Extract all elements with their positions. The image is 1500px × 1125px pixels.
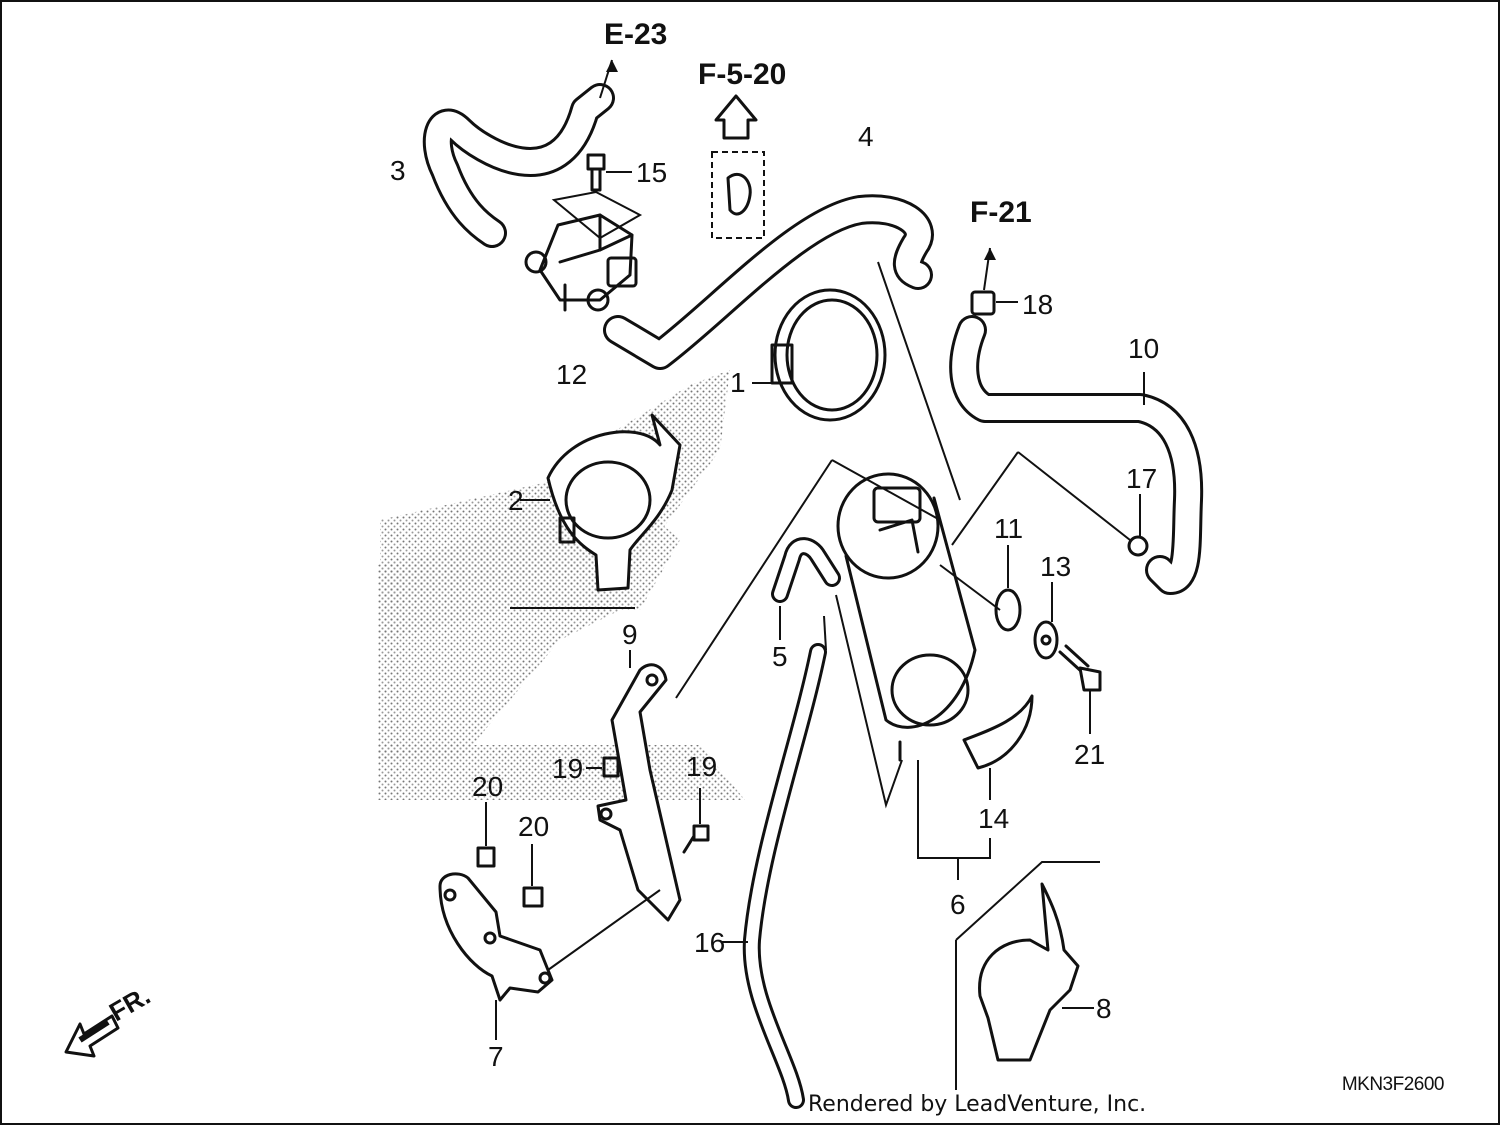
- f-5-20-reference[interactable]: [711, 94, 765, 239]
- callout-20a[interactable]: 20: [472, 771, 503, 802]
- part-14-cushion[interactable]: [962, 694, 1034, 800]
- part-18-clip[interactable]: [970, 247, 1018, 316]
- callout-7[interactable]: 7: [488, 1041, 504, 1072]
- callout-1[interactable]: 1: [730, 367, 746, 398]
- part-17-clip[interactable]: [951, 451, 1149, 557]
- callout-14[interactable]: 14: [978, 803, 1009, 834]
- ref-e-23[interactable]: E-23: [604, 18, 667, 51]
- part-13-washer[interactable]: [1033, 582, 1059, 660]
- callout-4[interactable]: 4: [858, 121, 874, 152]
- part-16-drain-tube[interactable]: [722, 643, 827, 1109]
- part-21-bolt[interactable]: [1058, 644, 1102, 734]
- callout-13[interactable]: 13: [1040, 551, 1071, 582]
- callout-11[interactable]: 11: [994, 513, 1023, 544]
- canister-leaders: [675, 459, 991, 880]
- callout-21[interactable]: 21: [1074, 739, 1105, 770]
- part-3-hose[interactable]: [422, 59, 618, 248]
- callout-20b[interactable]: 20: [518, 811, 549, 842]
- drawing-code: MKN3F2600: [1341, 1074, 1445, 1095]
- part-20-bolts[interactable]: [476, 802, 544, 908]
- part-2-canister-holder[interactable]: [520, 413, 682, 592]
- callout-9[interactable]: 9: [622, 619, 638, 650]
- part-19-bolts[interactable]: [586, 756, 710, 854]
- frame-shadow: [378, 370, 745, 800]
- part-15-bolt[interactable]: [586, 153, 632, 192]
- callout-6[interactable]: 6: [950, 889, 966, 920]
- ref-f-21[interactable]: F-21: [970, 196, 1032, 229]
- callout-10[interactable]: 10: [1128, 333, 1159, 364]
- callout-3[interactable]: 3: [390, 155, 406, 186]
- part-1-clamp-band[interactable]: [752, 288, 887, 422]
- callout-19b[interactable]: 19: [686, 751, 717, 782]
- callout-18[interactable]: 18: [1022, 289, 1053, 320]
- part-12-solenoid-valve[interactable]: [524, 213, 638, 312]
- part-6-evap-canister[interactable]: [836, 472, 977, 762]
- part-7-bracket[interactable]: [438, 872, 554, 1040]
- part-10-hose[interactable]: [949, 315, 1204, 595]
- front-direction-arrow: [64, 1014, 120, 1058]
- callout-12[interactable]: 12: [556, 359, 587, 390]
- callout-8[interactable]: 8: [1096, 993, 1112, 1024]
- callout-15[interactable]: 15: [636, 157, 667, 188]
- callout-5[interactable]: 5: [772, 641, 788, 672]
- callout-17[interactable]: 17: [1126, 463, 1157, 494]
- part-8-cover[interactable]: [955, 861, 1100, 1090]
- part-4-hose[interactable]: [603, 194, 934, 370]
- callout-16[interactable]: 16: [694, 927, 725, 958]
- callout-19a[interactable]: 19: [552, 753, 583, 784]
- part-4-leader: [877, 261, 961, 501]
- part-5-elbow[interactable]: [771, 537, 841, 640]
- callout-2[interactable]: 2: [508, 485, 524, 516]
- solenoid-leaders: [551, 190, 643, 240]
- ref-f-5-20[interactable]: F-5-20: [698, 58, 786, 91]
- bracket-leader: [547, 889, 661, 971]
- watermark: Rendered by LeadVenture, Inc.: [808, 1092, 1147, 1117]
- part-11-nut[interactable]: [939, 545, 1022, 632]
- part-9-stay[interactable]: [596, 650, 682, 922]
